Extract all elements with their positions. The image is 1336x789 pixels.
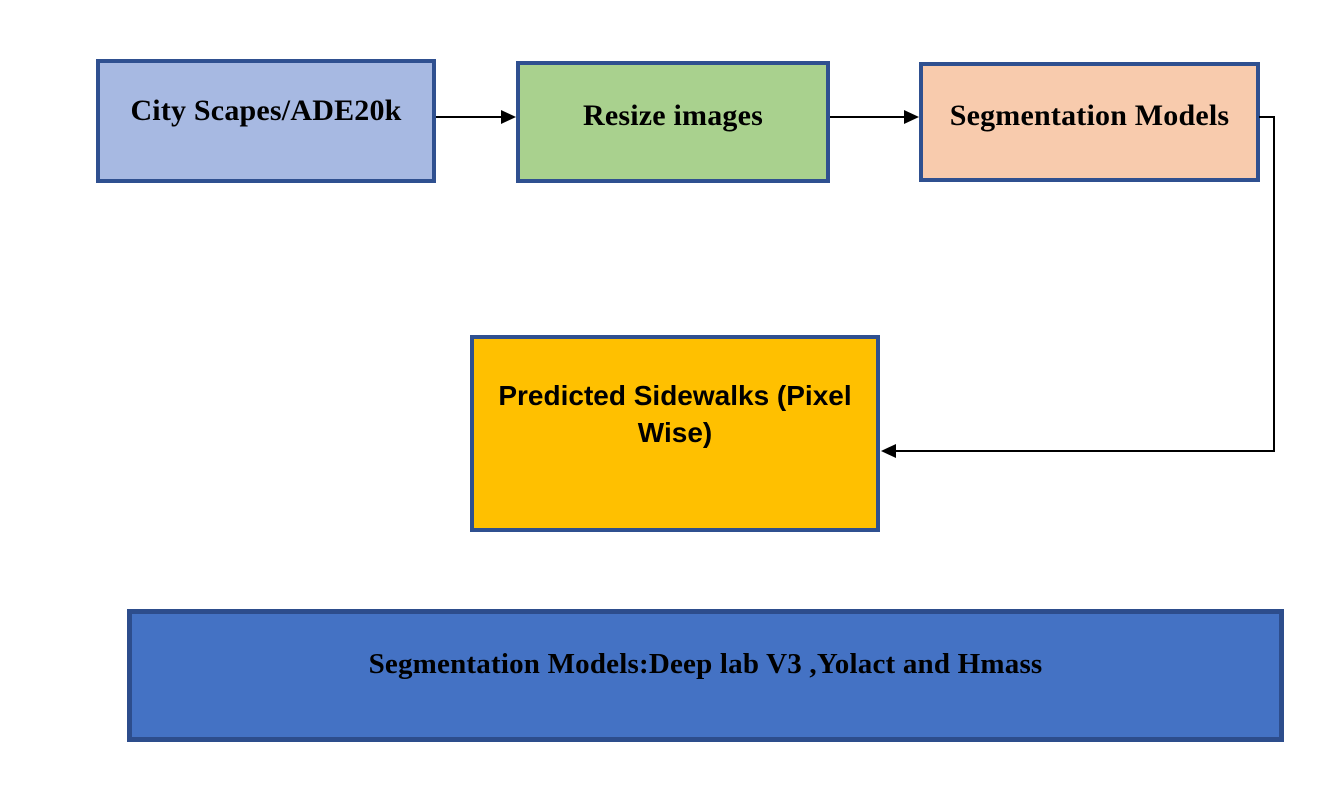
arrow-dataset-to-resize [436,110,516,124]
node-resize-images-label: Resize images [582,99,764,132]
node-resize-images: Resize images [516,61,830,183]
node-segmentation-models: Segmentation Models [919,62,1260,182]
node-segmentation-models-label: Segmentation Models [949,99,1230,132]
node-city-scapes-ade20k-label: City Scapes/ADE20k [130,94,402,127]
node-predicted-sidewalks: Predicted Sidewalks (Pixel Wise) [470,335,880,532]
node-city-scapes-ade20k: City Scapes/ADE20k [96,59,436,183]
legend-segmentation-models-label: Segmentation Models:Deep lab V3 ,Yolact … [368,648,1043,680]
arrow-resize-to-models [830,110,919,124]
legend-segmentation-models-list: Segmentation Models:Deep lab V3 ,Yolact … [127,609,1284,742]
node-predicted-sidewalks-label: Predicted Sidewalks (Pixel Wise) [498,379,852,448]
